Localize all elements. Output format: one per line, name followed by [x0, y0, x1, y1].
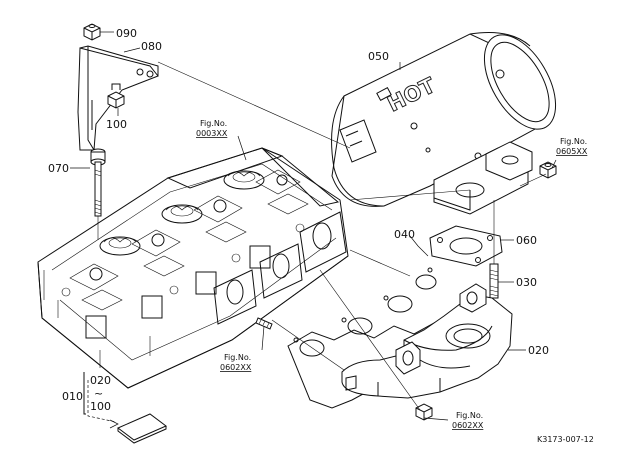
- callout-090: 090: [116, 27, 137, 40]
- footer-code: K3173-007-12: [537, 435, 594, 444]
- booklet-icon: [117, 413, 167, 444]
- figref-0605: Fig.No. 0605XX: [556, 137, 588, 156]
- figref-label: Fig.No.: [200, 119, 227, 128]
- stud-bolt-icon: [90, 148, 106, 217]
- muffler-icon: HOT: [331, 32, 557, 215]
- figref-label: Fig.No.: [456, 411, 483, 420]
- callout-050: 050: [368, 50, 389, 63]
- stud-bolt-030-icon: [489, 263, 499, 299]
- figref-0003: Fig.No. 0003XX: [196, 119, 228, 138]
- cylinder-head-icon: [37, 147, 349, 389]
- figref-0602-middle: Fig.No. 0602XX: [220, 353, 252, 372]
- gasket-icon: [429, 225, 503, 267]
- callout-010-range-mark: ~: [94, 387, 103, 400]
- callout-020: 020: [528, 344, 549, 357]
- stud-0602-icon: [255, 317, 273, 330]
- figref-0602-bottom: Fig.No. 0602XX: [452, 411, 484, 430]
- figref-label: Fig.No.: [560, 137, 587, 146]
- figref-number: 0605XX: [556, 147, 588, 156]
- callout-060: 060: [516, 234, 537, 247]
- callout-080: 080: [141, 40, 162, 53]
- figref-number: 0003XX: [196, 129, 228, 138]
- exhaust-manifold-icon: [341, 283, 513, 399]
- callout-040: 040: [394, 228, 415, 241]
- figref-number: 0602XX: [220, 363, 252, 372]
- figref-number: 0602XX: [452, 421, 484, 430]
- callout-010-to: 100: [90, 400, 111, 413]
- figref-label: Fig.No.: [224, 353, 251, 362]
- callout-010-from: 020: [90, 374, 111, 387]
- nut-icon: [83, 23, 101, 41]
- callout-100: 100: [106, 118, 127, 131]
- nut-0605-icon: [539, 161, 557, 179]
- leader-lines: [70, 31, 557, 429]
- callout-030: 030: [516, 276, 537, 289]
- callout-070: 070: [48, 162, 69, 175]
- callout-010: 010: [62, 390, 83, 403]
- bracket-icon: [77, 45, 159, 151]
- bolt-100-icon: [107, 83, 125, 109]
- nut-bottom-icon: [415, 403, 433, 421]
